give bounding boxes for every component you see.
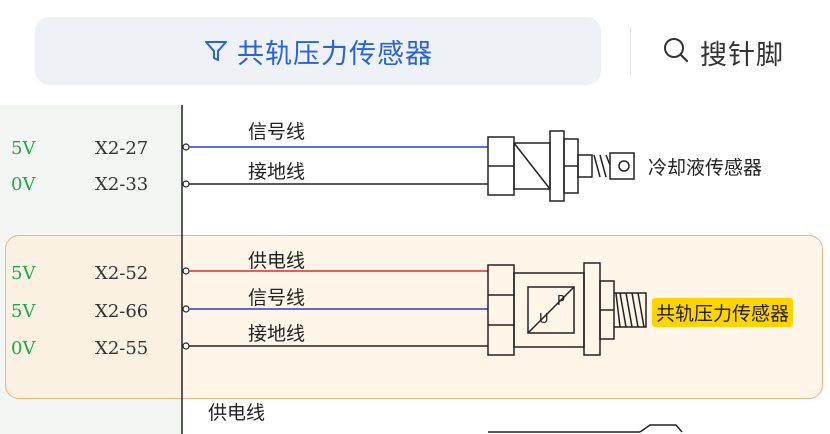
pin-voltage: 5V [11, 263, 36, 284]
pin-code[interactable]: X2-66 [95, 301, 149, 322]
pin-voltage: 0V [11, 174, 36, 195]
pin-code[interactable]: X2-33 [95, 174, 149, 195]
pin-code[interactable]: X2-55 [95, 338, 149, 359]
wire-label-signal: 信号线 [248, 121, 306, 143]
header-divider [630, 27, 631, 75]
pressure-symbol-p: P [557, 294, 565, 309]
pin-code[interactable]: X2-52 [95, 263, 149, 284]
coolant-sensor-label[interactable]: 冷却液传感器 [648, 157, 763, 179]
search-pin-button[interactable]: 搜针脚 [662, 30, 784, 74]
wire-label-ground: 接地线 [248, 323, 306, 345]
search-icon [662, 36, 690, 68]
coolant-sensor-symbol [487, 130, 635, 202]
rail-pressure-sensor-label[interactable]: 共轨压力传感器 [652, 298, 794, 327]
wire-label-power: 供电线 [248, 250, 306, 272]
pin-voltage: 5V [11, 138, 36, 159]
wire-label-power: 供电线 [208, 402, 266, 424]
rail-pressure-sensor-symbol [487, 262, 647, 356]
pin-voltage: 0V [11, 338, 36, 359]
filter-label: 共轨压力传感器 [237, 38, 433, 70]
wire-label-signal: 信号线 [248, 287, 306, 309]
wiring-diagram[interactable]: 5V X2-27 0V X2-33 5V X2-52 5V X2-66 0V X… [0, 105, 830, 434]
wiring-graphic: P U [181, 105, 683, 434]
header: 共轨压力传感器 搜针脚 [0, 0, 830, 105]
partial-sensor-symbol [488, 424, 683, 433]
component-filter-button[interactable]: 共轨压力传感器 [35, 17, 601, 85]
pin-code[interactable]: X2-27 [95, 138, 149, 159]
pin-voltage: 5V [11, 301, 36, 322]
pressure-symbol-u: U [539, 312, 549, 327]
search-label: 搜针脚 [700, 39, 784, 71]
wire-label-ground: 接地线 [248, 161, 306, 183]
filter-icon [203, 38, 229, 64]
